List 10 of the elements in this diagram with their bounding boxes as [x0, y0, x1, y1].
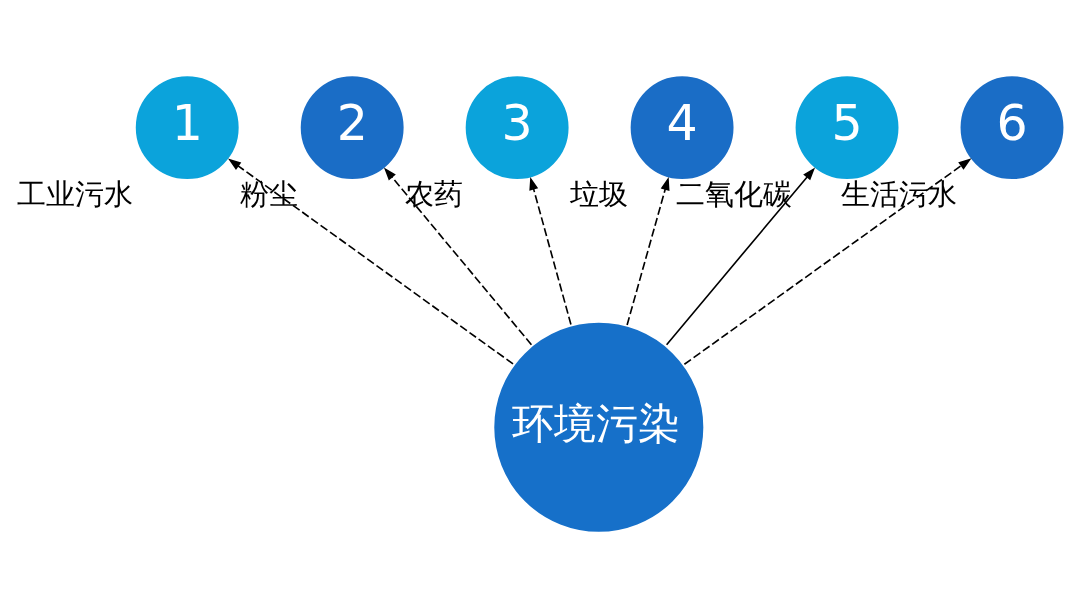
arrow — [683, 158, 972, 366]
arrow — [228, 158, 514, 365]
arrow — [529, 176, 572, 326]
arrow — [383, 167, 533, 346]
arrow — [626, 177, 670, 326]
node-label: 农药 — [404, 177, 463, 212]
node-label: 粉尘 — [239, 177, 298, 212]
arrow — [665, 167, 816, 346]
node-label: 工业污水 — [16, 177, 133, 212]
node-label: 垃圾 — [569, 177, 628, 212]
